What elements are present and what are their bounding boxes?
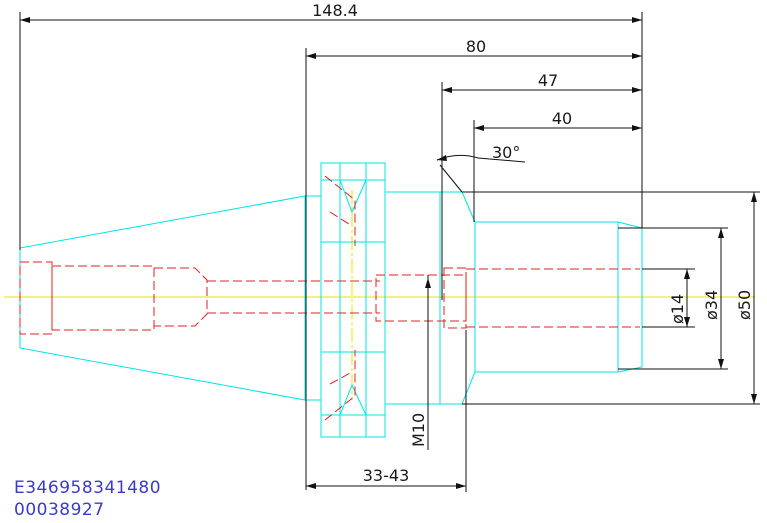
serial-text: 00038927 [14,500,105,520]
dim-mid-dia: ø34 [702,290,721,320]
dim-adjust-range: 33-43 [363,466,410,485]
dim-chamfer-angle: 30° [492,143,520,162]
dim-bore-depth: 40 [552,109,572,128]
dim-face-to-end: 47 [538,71,558,90]
dimension-lines [19,12,760,492]
arrowheads [20,17,757,489]
dim-bore-dia: ø14 [668,294,687,324]
part-number-text: E346958341480 [14,478,162,498]
dim-outer-dia: ø50 [735,290,754,320]
dim-total-length: 148.4 [312,1,358,20]
dim-thread: M10 [409,413,428,447]
holder-outline [19,162,643,438]
hidden-lines [19,175,640,421]
centerline [4,190,755,400]
dim-flange-to-end: 80 [466,37,486,56]
